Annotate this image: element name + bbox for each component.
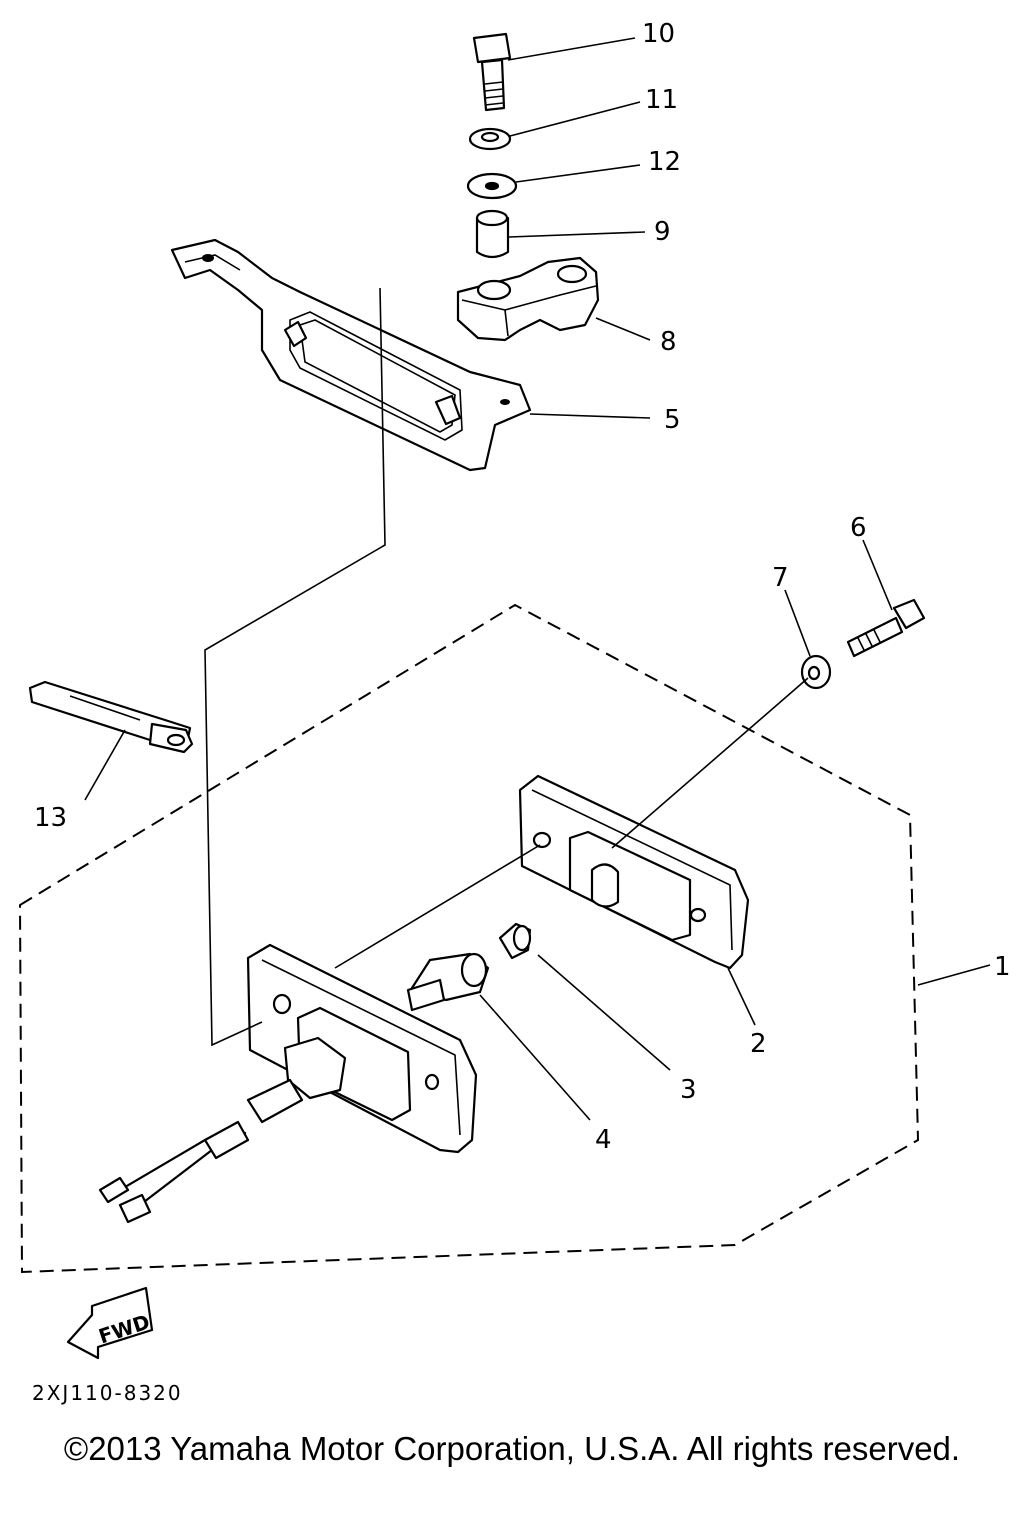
callout-1: 1 bbox=[994, 952, 1011, 982]
bracket-part-5 bbox=[170, 238, 532, 472]
assembly-boundary bbox=[18, 603, 920, 1274]
callout-8: 8 bbox=[660, 327, 677, 357]
leader-lines bbox=[84, 37, 991, 1121]
screw-part-6 bbox=[846, 598, 926, 658]
copyright-notice: ©2013 Yamaha Motor Corporation, U.S.A. A… bbox=[63, 1430, 961, 1467]
spring-washer-part-11 bbox=[468, 127, 512, 151]
callout-13: 13 bbox=[34, 803, 67, 833]
callout-9: 9 bbox=[654, 217, 671, 247]
callout-7: 7 bbox=[772, 563, 789, 593]
clamp-part-8 bbox=[456, 256, 600, 342]
callout-2: 2 bbox=[750, 1029, 767, 1059]
washer-part-7 bbox=[800, 654, 832, 690]
lamp-housing bbox=[98, 943, 478, 1224]
callout-5: 5 bbox=[664, 405, 681, 435]
callout-10: 10 bbox=[642, 19, 675, 49]
bolt-part-10 bbox=[472, 32, 512, 112]
callout-labels: 10 11 12 9 8 5 6 7 13 1 2 3 4 bbox=[34, 19, 1011, 1155]
callout-11: 11 bbox=[645, 85, 678, 115]
collar-part-9 bbox=[475, 209, 510, 259]
cable-tie-part-13 bbox=[28, 680, 194, 754]
callout-12: 12 bbox=[648, 147, 681, 177]
drawing-code: 2XJ110-8320 bbox=[32, 1381, 183, 1405]
bulb-part-3 bbox=[498, 922, 532, 960]
socket-part-4 bbox=[406, 952, 490, 1012]
forward-direction-arrow: FWD bbox=[66, 1286, 154, 1360]
callout-6: 6 bbox=[850, 513, 867, 543]
callout-3: 3 bbox=[680, 1075, 697, 1105]
callout-4: 4 bbox=[595, 1125, 612, 1155]
plain-washer-part-12 bbox=[466, 172, 518, 200]
lens-part-2 bbox=[518, 774, 750, 970]
